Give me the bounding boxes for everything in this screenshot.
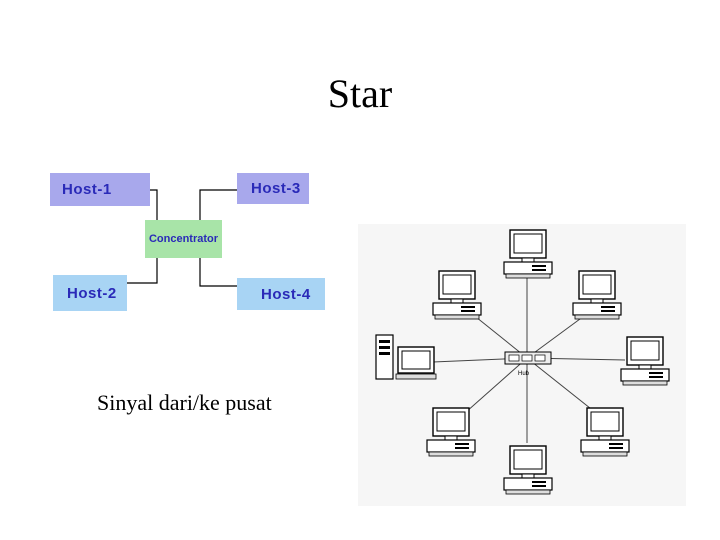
host-1-box: Host-1 [50, 173, 150, 206]
link-host-2 [127, 258, 158, 284]
connector-lines [127, 189, 237, 287]
computer-icon [426, 407, 476, 457]
link-host-4 [199, 258, 237, 287]
hub-label: Hub [518, 371, 530, 377]
computer-icon [580, 407, 630, 457]
link-host-1 [150, 189, 158, 220]
computer-icon [503, 229, 553, 279]
computer-icon [572, 270, 622, 320]
host-4-box: Host-4 [237, 278, 325, 310]
computer-icon [620, 336, 670, 386]
computer-icon [432, 270, 482, 320]
tower-computer-icon [375, 334, 437, 380]
caption: Sinyal dari/ke pusat [97, 390, 272, 415]
concentrator-diagram: Host-1 Host-3 Concentrator Host-2 Host-4 [0, 0, 360, 330]
link-host-3 [199, 189, 237, 220]
host-3-box: Host-3 [237, 173, 309, 204]
hub-icon [504, 351, 552, 365]
concentrator-box: Concentrator [145, 220, 222, 258]
slide-title: Star [327, 71, 393, 116]
computer-icon [503, 445, 553, 495]
host-2-box: Host-2 [53, 275, 127, 311]
